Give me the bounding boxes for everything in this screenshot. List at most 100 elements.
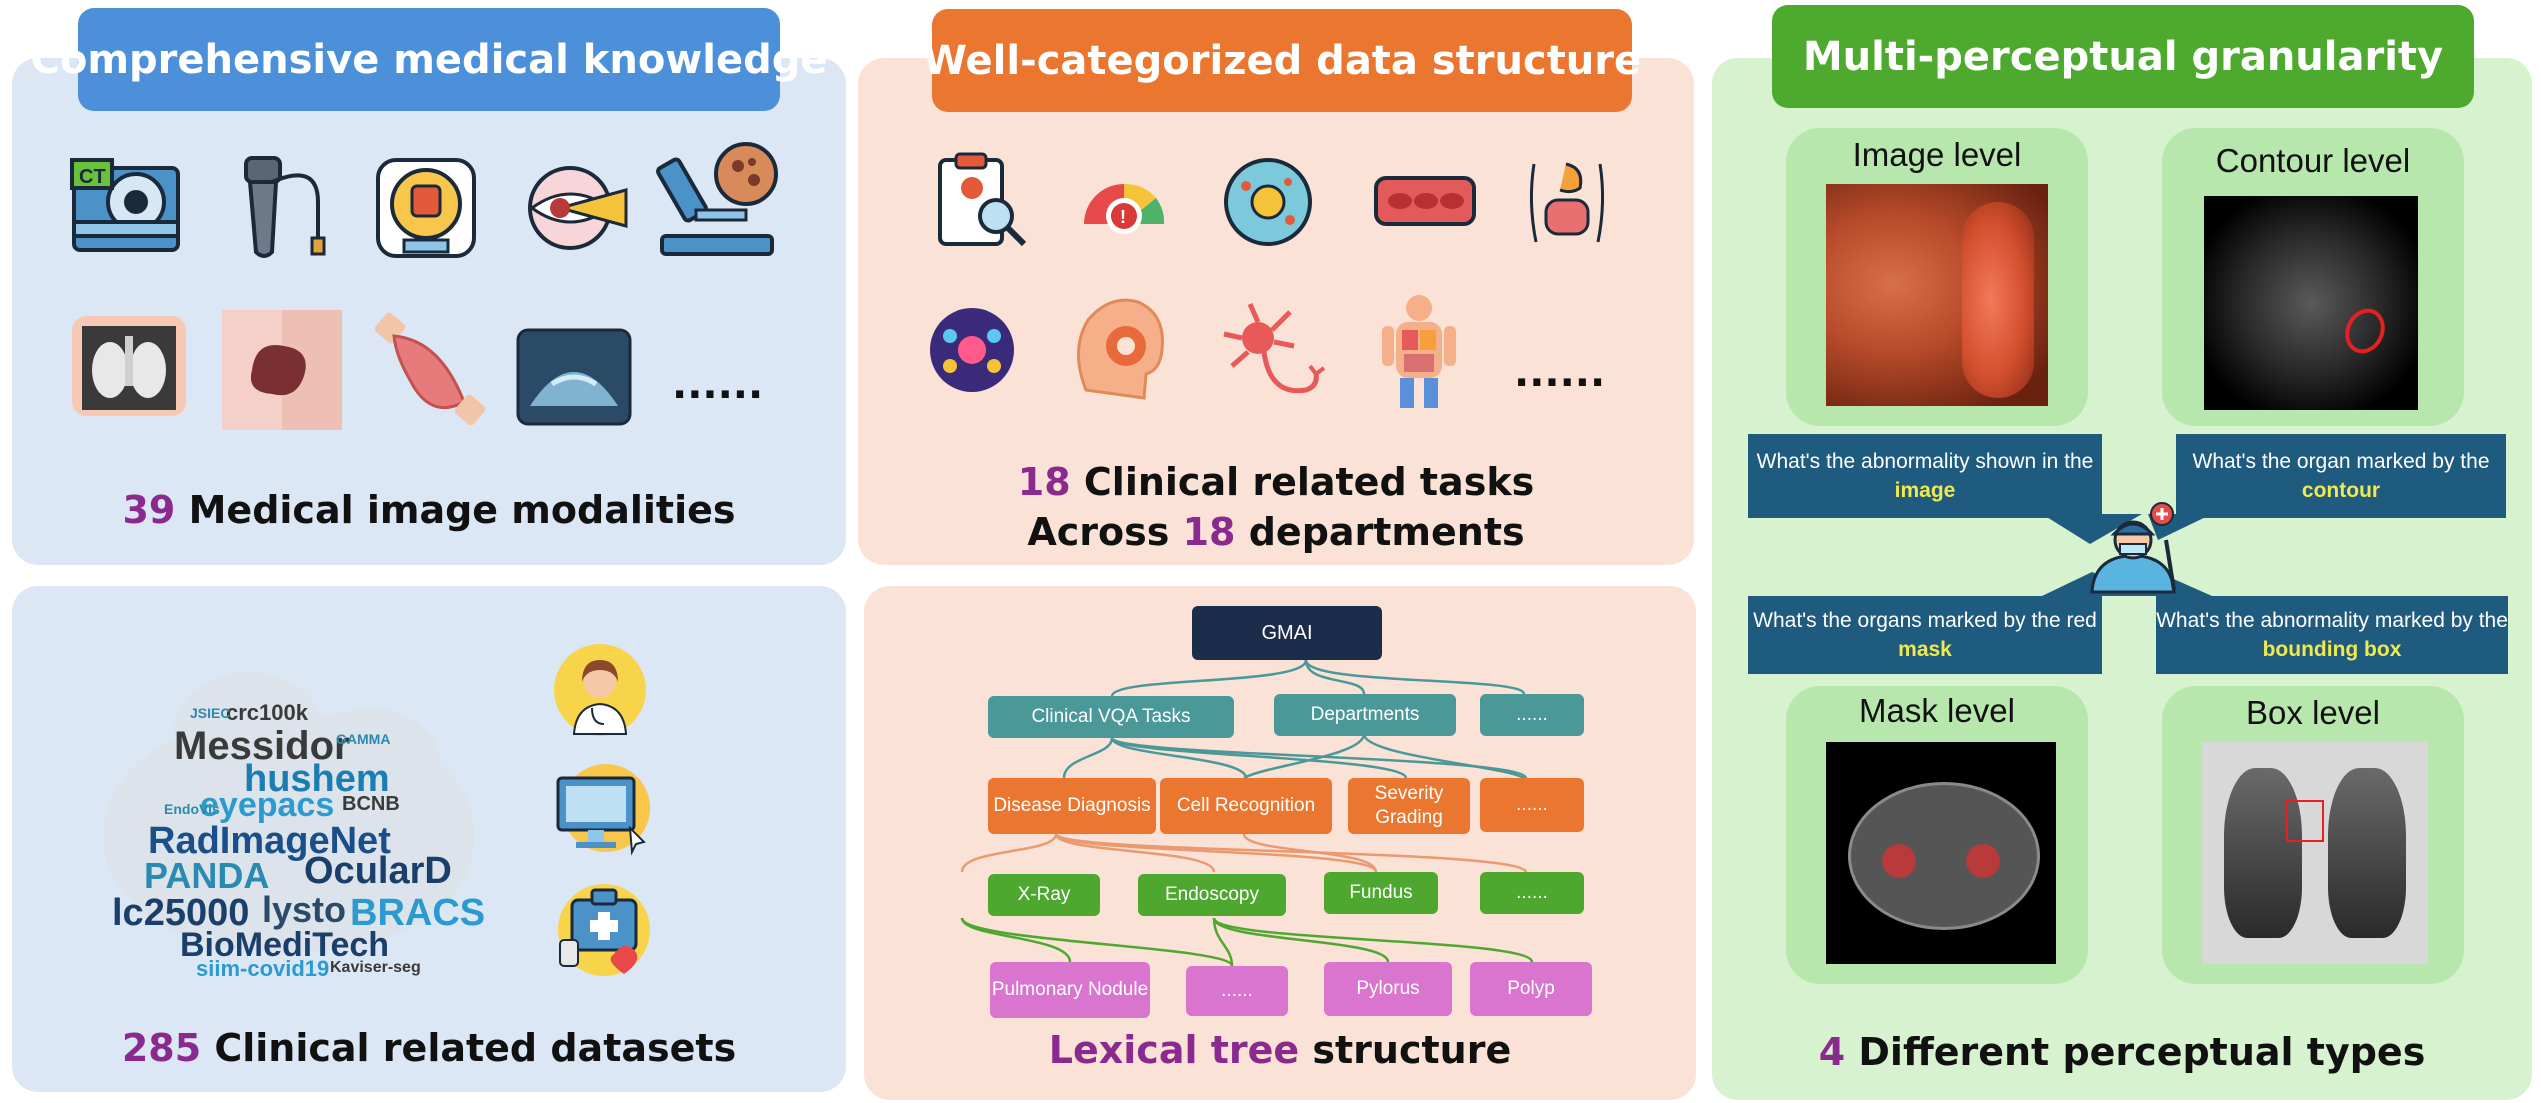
medical-computer-icon — [556, 764, 650, 856]
tasks-panel — [858, 58, 1694, 565]
cloud-bump-1 — [174, 672, 324, 792]
tree-node-cell-recognition: Cell Recognition — [1160, 778, 1332, 834]
tasks-header: Well-categorized data structure — [923, 9, 1641, 112]
abdomen-ellipse — [1848, 782, 2040, 930]
granularity-count: 4 — [1818, 1030, 1846, 1074]
lexical-caption-text: structure — [1299, 1028, 1512, 1072]
question-mask-prefix: What's the organs marked by the red — [1753, 609, 2097, 632]
endoscope-icon — [244, 156, 326, 258]
question-image-text: What's the abnormality shown in the imag… — [1748, 447, 2102, 505]
endoscopy-image — [1826, 184, 2048, 406]
ct-mask-image — [1826, 742, 2056, 964]
word-endovis: EndoVis — [164, 801, 220, 817]
doctor-icon — [2090, 502, 2176, 594]
tasks-caption-line1: 18 Clinical related tasks — [858, 460, 1694, 504]
word-oculard: OcularD — [304, 850, 452, 892]
tree-node-level3-more: ...... — [1480, 872, 1584, 914]
svg-text:CT: CT — [79, 166, 106, 188]
lexical-caption-highlight: Lexical tree — [1048, 1028, 1300, 1072]
cell-cluster-icon — [930, 308, 1014, 392]
word-biomeditech: BioMediTech — [180, 926, 390, 964]
polyp-shape — [1962, 202, 2034, 398]
departments-text: departments — [1235, 510, 1525, 554]
blood-vessel-icon — [1374, 176, 1476, 226]
granularity-caption: 4 Different perceptual types — [1712, 1030, 2532, 1074]
medical-records-icon — [558, 884, 650, 976]
anatomy-icon — [1382, 295, 1456, 408]
question-image-prefix: What's the abnormality shown in the — [1756, 450, 2094, 473]
ct-scanner-icon: CT — [70, 158, 180, 252]
microscope-icon — [656, 142, 778, 256]
modalities-caption-text: Medical image modalities — [175, 488, 736, 532]
tree-node-pulmonary-nodule: Pulmonary Nodule — [990, 962, 1150, 1018]
granularity-header: Multi-perceptual granularity — [1772, 5, 2474, 108]
word-kaviser-seg: Kaviser-seg — [330, 959, 421, 976]
question-mask-highlight: mask — [1898, 638, 1952, 661]
tree-node-severity-grading: Severity Grading — [1348, 778, 1470, 834]
tasks-caption-text: Clinical related tasks — [1070, 460, 1535, 504]
svg-text:!: ! — [1120, 207, 1126, 227]
contour-level-card: Contour level — [2162, 128, 2464, 426]
eye-icon — [528, 166, 628, 250]
tasks-caption-line2: Across 18 departments — [858, 510, 1694, 554]
word-jsiec: JSIEC — [190, 705, 231, 721]
bounding-box — [2286, 800, 2324, 842]
tree-node-fundus: Fundus — [1324, 872, 1438, 914]
mask-right — [1966, 844, 2000, 878]
contour-level-title: Contour level — [2215, 142, 2411, 179]
datasets-caption: 285 Clinical related datasets — [12, 1026, 846, 1070]
tree-node-polyp: Polyp — [1470, 962, 1592, 1016]
dataset-word-cloud: crc100k JSIEC Messidor GAMMA hushem eyep… — [104, 672, 485, 980]
tree-node-disease-diagnosis: Disease Diagnosis — [988, 778, 1156, 834]
modalities-panel — [12, 58, 846, 565]
tree-node-level4-more: ...... — [1186, 966, 1288, 1016]
tree-node-xray: X-Ray — [988, 874, 1100, 916]
image-level-card: Image level — [1786, 128, 2088, 426]
question-contour-highlight: contour — [2301, 479, 2381, 502]
granularity-caption-text: Different perceptual types — [1845, 1030, 2426, 1074]
question-contour: What's the organ marked by the contour — [2176, 434, 2506, 518]
lexical-caption: Lexical tree structure — [864, 1028, 1696, 1072]
lung-left — [2224, 768, 2302, 938]
modalities-count: 39 — [122, 488, 176, 532]
clipboard-search-icon — [938, 152, 1027, 247]
word-messidor: Messidor — [174, 724, 350, 768]
ultrasound-icon — [516, 328, 632, 426]
question-mask: What's the organs marked by the red mask — [1748, 596, 2102, 674]
question-image: What's the abnormality shown in the imag… — [1748, 434, 2102, 518]
departments-count: 18 — [1182, 510, 1236, 554]
question-mask-text: What's the organs marked by the red mask — [1748, 606, 2102, 664]
skin-lesion-icon — [222, 310, 342, 430]
tree-connectors — [960, 659, 1534, 967]
question-contour-text: What's the organ marked by the contour — [2176, 447, 2506, 505]
lung-right — [2328, 768, 2406, 938]
ct-contour-image — [2204, 196, 2418, 410]
word-eyepacs: eyepacs — [200, 786, 335, 824]
xray-box-image — [2202, 742, 2428, 964]
doctor-avatar-icon — [554, 644, 646, 736]
question-box: What's the abnormality marked by the bou… — [2156, 596, 2508, 674]
mask-left — [1882, 844, 1916, 878]
mask-level-card: Mask level — [1786, 686, 2088, 984]
tree-node-level1-more: ...... — [1480, 694, 1584, 736]
tree-node-clinical-vqa: Clinical VQA Tasks — [988, 696, 1234, 738]
tree-node-level2-more: ...... — [1480, 778, 1584, 832]
tree-node-departments: Departments — [1274, 694, 1456, 736]
chest-xray-icon — [72, 316, 186, 416]
word-radimagenet: RadImageNet — [148, 820, 391, 862]
muscle-icon — [374, 312, 486, 426]
question-box-prefix: What's the abnormality marked by the — [2156, 609, 2508, 632]
question-contour-prefix: What's the organ marked by the — [2192, 450, 2490, 473]
image-level-title: Image level — [1852, 136, 2022, 173]
word-gamma: GAMMA — [336, 731, 391, 747]
word-crc100k: crc100k — [226, 700, 308, 725]
contour-outline — [2338, 302, 2392, 360]
gauge-icon: ! — [1084, 183, 1165, 234]
modalities-header: Comprehensive medical knowledge — [31, 8, 828, 111]
tasks-dots: ...... — [1514, 350, 1606, 396]
intestine-icon — [1529, 162, 1605, 243]
tree-node-endoscopy: Endoscopy — [1138, 874, 1286, 916]
cell-icon — [1224, 158, 1312, 246]
word-lc25000: lc25000 — [112, 892, 250, 934]
word-panda: PANDA — [144, 855, 270, 896]
